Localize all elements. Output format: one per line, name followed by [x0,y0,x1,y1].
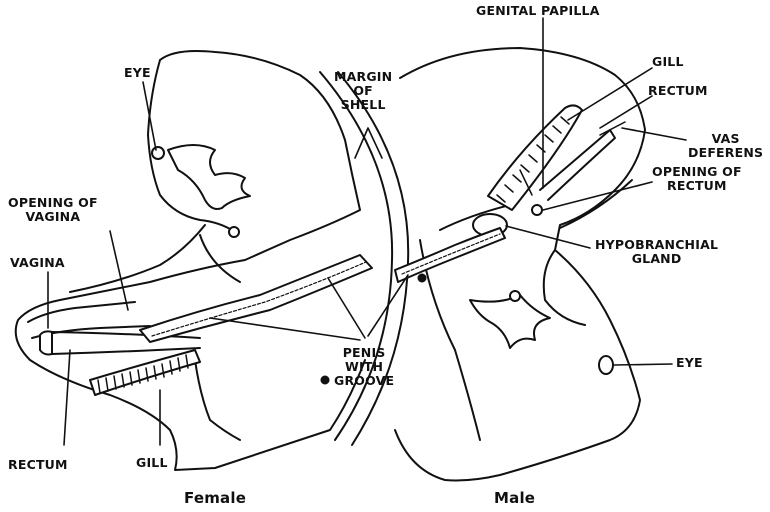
label-margin-of-shell-line1: MARGIN [334,70,392,84]
female-eye-spot [152,147,329,384]
label-gill-female: GILL [136,456,168,470]
label-margin-of-shell: MARGIN OF SHELL [334,70,392,112]
label-rectum-female: RECTUM [8,458,68,472]
label-eye-male: EYE [676,356,703,370]
label-opening-of-rectum-line1: OPENING OF [652,165,742,179]
opening-of-rectum-shape [532,205,542,215]
label-rectum-male: RECTUM [648,84,708,98]
label-vagina: VAGINA [10,256,65,270]
label-hypobranchial-gland-line2: GLAND [595,252,718,266]
label-penis-with-groove-line3: GROOVE [334,374,394,388]
label-vas-deferens-line2: DEFERENS [688,146,763,160]
label-margin-of-shell-line2: OF [334,84,392,98]
caption-female: Female [184,489,246,507]
label-penis-with-groove-line2: WITH [334,360,394,374]
female-gill [90,350,200,395]
label-margin-of-shell-line3: SHELL [334,98,392,112]
label-penis-with-groove: PENIS WITH GROOVE [334,346,394,388]
male-penis [395,228,505,282]
label-penis-with-groove-line1: PENIS [334,346,394,360]
label-vas-deferens: VAS DEFERENS [688,132,763,160]
label-opening-of-vagina: OPENING OF VAGINA [8,196,98,224]
female-tentacle [168,145,250,209]
male-tentacle [470,295,550,348]
label-eye-female: EYE [124,66,151,80]
label-opening-of-vagina-line2: VAGINA [8,210,98,224]
female-mantle-outline [16,51,365,470]
female-penis [140,255,372,342]
label-opening-of-rectum: OPENING OF RECTUM [652,165,742,193]
label-hypobranchial-gland-line1: HYPOBRANCHIAL [595,238,718,252]
label-hypobranchial-gland: HYPOBRANCHIAL GLAND [595,238,718,266]
label-vas-deferens-line1: VAS [688,132,763,146]
male-gill [488,105,582,210]
label-opening-of-rectum-line2: RECTUM [652,179,742,193]
label-gill-male: GILL [652,55,684,69]
caption-male: Male [494,489,535,507]
label-opening-of-vagina-line1: OPENING OF [8,196,98,210]
label-genital-papilla: GENITAL PAPILLA [476,4,600,18]
